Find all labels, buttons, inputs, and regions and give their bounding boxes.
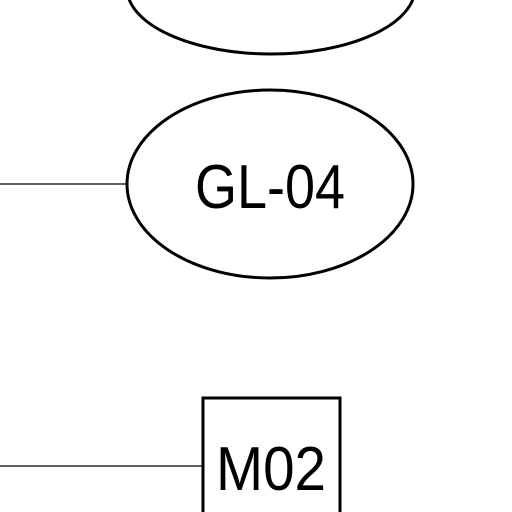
- gl-04-node[interactable]: GL-04: [125, 88, 415, 280]
- top-ellipse-node[interactable]: [127, 0, 415, 56]
- top-ellipse-shape: [127, 0, 415, 56]
- gl-04-ellipse-shape: [125, 88, 415, 280]
- m02-rect-shape: [201, 396, 342, 512]
- m02-label: M02: [216, 435, 326, 504]
- m02-node[interactable]: M02: [201, 396, 342, 512]
- gl-04-label: GL-04: [195, 153, 345, 222]
